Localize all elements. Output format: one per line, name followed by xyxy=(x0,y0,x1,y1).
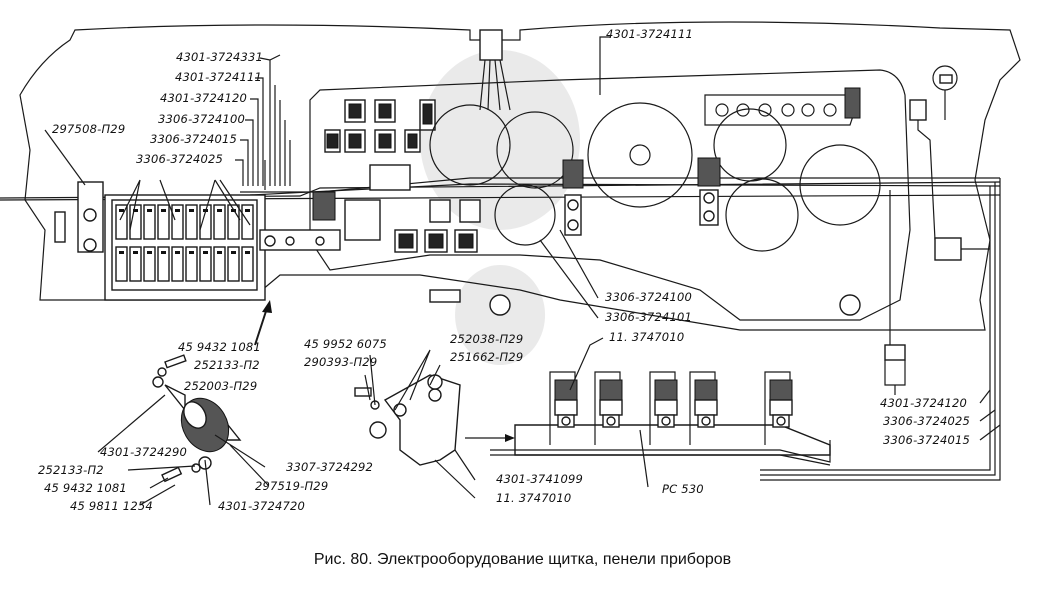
part-label: 3306-3724025 xyxy=(883,414,971,428)
fuse xyxy=(143,246,156,282)
indicator-lamp-row xyxy=(704,87,861,126)
fuse xyxy=(227,246,240,282)
fuse xyxy=(213,204,226,240)
part-label: 4301-3724290 xyxy=(100,445,188,459)
gauge-4 xyxy=(713,108,787,182)
figure-caption: Рис. 80. Электрооборудование щитка, пене… xyxy=(313,551,732,568)
dashboard-outline xyxy=(19,21,1021,331)
part-label: 290393-П29 xyxy=(304,355,378,369)
fuse xyxy=(157,204,170,240)
fuse xyxy=(171,246,184,282)
relay-rail xyxy=(490,371,831,466)
right-side-components xyxy=(429,65,990,395)
clamp-assembly xyxy=(152,354,242,483)
gauge-3 xyxy=(494,184,556,246)
part-label: 251662-П29 xyxy=(450,350,524,364)
part-label: 3306-3724025 xyxy=(136,152,224,166)
fuse xyxy=(241,246,254,282)
fuse-block xyxy=(54,179,266,301)
part-label: 252003-П29 xyxy=(184,379,258,393)
fuse xyxy=(185,204,198,240)
gauge-2 xyxy=(496,111,574,189)
part-label: 3306-3724100 xyxy=(158,112,246,126)
fuse xyxy=(157,246,170,282)
relay xyxy=(694,379,718,401)
warning-lamp-blocks xyxy=(324,99,481,253)
part-label: 4301-3724720 xyxy=(218,499,306,513)
part-label: 11. 3747010 xyxy=(609,330,685,344)
watermark-logo xyxy=(420,50,581,365)
part-label: 4301-3724120 xyxy=(160,91,248,105)
part-label: 252038-П29 xyxy=(450,332,524,346)
fuse xyxy=(199,246,212,282)
gauge-1 xyxy=(429,104,511,186)
instrument-panel-outline xyxy=(309,69,911,321)
part-label: 297508-П29 xyxy=(52,122,126,136)
part-label: 45 9432 1081 xyxy=(178,340,261,354)
fuse xyxy=(213,246,226,282)
part-label: 45 9811 1254 xyxy=(70,499,153,513)
fuse xyxy=(185,246,198,282)
harness-clamp xyxy=(697,157,721,187)
part-label: 45 9952 6075 xyxy=(304,337,387,351)
fuse xyxy=(199,204,212,240)
fuse xyxy=(143,204,156,240)
lamp-socket xyxy=(489,294,511,316)
part-label: 4301-3724120 xyxy=(880,396,968,410)
gauge-6 xyxy=(799,144,881,226)
part-label: 252133-П2 xyxy=(38,463,104,477)
part-label: 4301-3724331 xyxy=(176,50,264,64)
gauge-5 xyxy=(725,178,799,252)
fuse xyxy=(115,204,128,240)
part-label: 4301-3741099 xyxy=(496,472,584,486)
part-label: 4301-3724111 xyxy=(175,70,263,84)
relay xyxy=(654,379,678,401)
part-label: 4301-3724111 xyxy=(606,27,694,41)
fuse xyxy=(129,246,142,282)
part-label: 3306-3724100 xyxy=(605,290,693,304)
harness-clamp xyxy=(562,159,584,189)
part-label: 297519-П29 xyxy=(255,479,329,493)
fuse xyxy=(227,204,240,240)
speedometer xyxy=(587,102,693,208)
part-label: 3306-3724015 xyxy=(883,433,971,447)
fuse xyxy=(171,204,184,240)
fuse xyxy=(115,246,128,282)
relay-bracket xyxy=(354,374,515,466)
part-label: РС 530 xyxy=(662,482,704,496)
part-label: 3306-3724015 xyxy=(150,132,238,146)
part-label: 11. 3747010 xyxy=(496,491,572,505)
leader-lines xyxy=(44,36,1001,506)
lamp-socket xyxy=(839,294,861,316)
part-label: 45 9432 1081 xyxy=(44,481,127,495)
relay xyxy=(769,379,793,401)
relay xyxy=(599,379,623,401)
harness-clamp xyxy=(312,191,336,221)
part-label: 3306-3724101 xyxy=(605,310,693,324)
top-connector xyxy=(479,29,503,61)
part-label: 252133-П2 xyxy=(194,358,260,372)
part-label: 3307-3724292 xyxy=(286,460,374,474)
gauges xyxy=(429,102,881,316)
